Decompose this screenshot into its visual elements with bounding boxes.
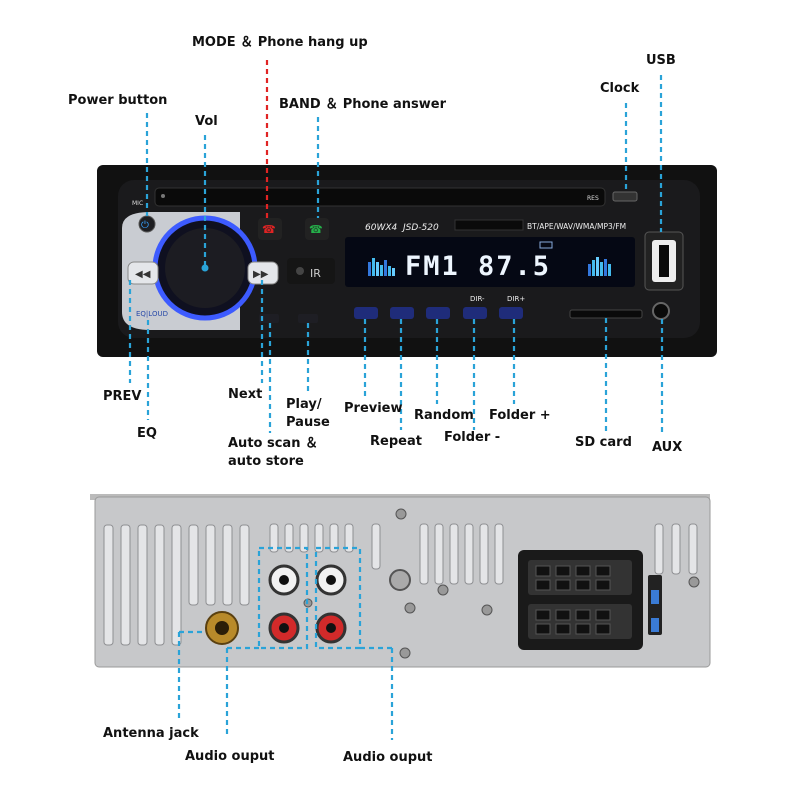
rear-labels: Antenna jack Audio ouput Audio ouput (103, 726, 433, 765)
rca-red-left[interactable] (268, 612, 300, 644)
vol-label: Vol (195, 114, 218, 129)
audio-out-box-left (257, 546, 309, 650)
prev-button[interactable] (127, 261, 159, 285)
next-icon: ▶▶ (253, 269, 269, 280)
lcd-readout: FM1 87.5 (405, 251, 551, 282)
formats-text: BT/APE/WAV/WMA/MP3/FM (527, 222, 626, 231)
rca-white-left[interactable] (268, 564, 300, 596)
front-leaders (128, 60, 664, 435)
aux-label: AUX (652, 440, 682, 455)
repeat-label: Repeat (370, 434, 422, 449)
dir-minus-text: DIR- (470, 295, 485, 303)
prev-label: PREV (103, 389, 141, 404)
eq-label: EQ (137, 426, 157, 441)
rear-leaders (177, 546, 394, 740)
sd-card-slot[interactable] (569, 309, 643, 319)
mic-text: MIC (132, 200, 143, 207)
ir-text: IR (310, 267, 321, 280)
folder-minus-label: Folder - (444, 430, 500, 445)
ir-window (287, 258, 335, 284)
sd-card-label: SD card (575, 435, 632, 450)
ir-sensor-icon (296, 267, 304, 275)
prev-icon: ◀◀ (135, 269, 151, 280)
preview-button[interactable] (354, 307, 378, 319)
usb-label: USB (646, 53, 676, 68)
iso-connector[interactable] (518, 550, 662, 650)
auto-scan-label: Auto scan ＆ (228, 436, 318, 451)
power-rating-text: 60WX4 (365, 223, 398, 233)
res-button[interactable] (612, 191, 638, 202)
play-pause-button[interactable] (298, 314, 318, 323)
cd-slot (154, 187, 606, 207)
rear-panel (90, 494, 711, 668)
audio-out-box-right (314, 546, 362, 650)
rca-red-right[interactable] (315, 612, 347, 644)
aux-jack[interactable] (652, 302, 670, 320)
folder-plus-button[interactable] (499, 307, 523, 319)
antenna-label: Antenna jack (103, 726, 199, 741)
eq-loud-text: EQ|LOUD (136, 310, 168, 318)
random-label: Random (414, 408, 474, 423)
preview-label: Preview (344, 401, 403, 416)
lcd-display (345, 237, 635, 287)
band-label: BAND ＆ Phone answer (279, 97, 447, 112)
next-label: Next (228, 387, 262, 402)
folder-minus-button[interactable] (463, 307, 487, 319)
fuse-icon (651, 590, 659, 604)
folder-plus-label: Folder + (489, 408, 551, 423)
mode-button[interactable] (258, 218, 282, 240)
auto-store-label: auto store (228, 454, 304, 469)
random-button[interactable] (426, 307, 450, 319)
res-text: RES (587, 195, 599, 202)
vent-slots-middle (269, 523, 698, 585)
antenna-jack[interactable] (205, 611, 239, 645)
vent-slots-left (103, 524, 250, 646)
audio-output-left-label: Audio ouput (185, 749, 275, 764)
play-label: Play/ (286, 397, 322, 412)
pause-label: Pause (286, 415, 330, 430)
answer-phone-icon: ☎ (309, 223, 323, 236)
spectrum-right-icon (588, 257, 611, 276)
mode-label: MODE ＆ Phone hang up (192, 35, 368, 50)
audio-output-right-label: Audio ouput (343, 750, 433, 765)
spectrum-left-icon (368, 258, 395, 276)
dir-plus-text: DIR+ (507, 295, 525, 303)
front-labels: MODE ＆ Phone hang up BAND ＆ Phone answer… (68, 35, 682, 469)
band-button[interactable] (305, 218, 329, 240)
clock-label: Clock (600, 81, 640, 96)
auto-scan-button[interactable] (259, 314, 279, 323)
rca-white-right[interactable] (315, 564, 347, 596)
model-text: JSD-520 (401, 223, 439, 233)
power-icon: ⏻ (141, 220, 149, 231)
repeat-button[interactable] (390, 307, 414, 319)
front-panel: MIC RES ⏻ ◀◀ ▶▶ EQ|LOUD ☎ ☎ IR 60WX4 JSD… (97, 165, 717, 357)
hangup-phone-icon: ☎ (262, 223, 276, 236)
cassette-icon (539, 241, 553, 249)
power-label: Power button (68, 93, 167, 108)
